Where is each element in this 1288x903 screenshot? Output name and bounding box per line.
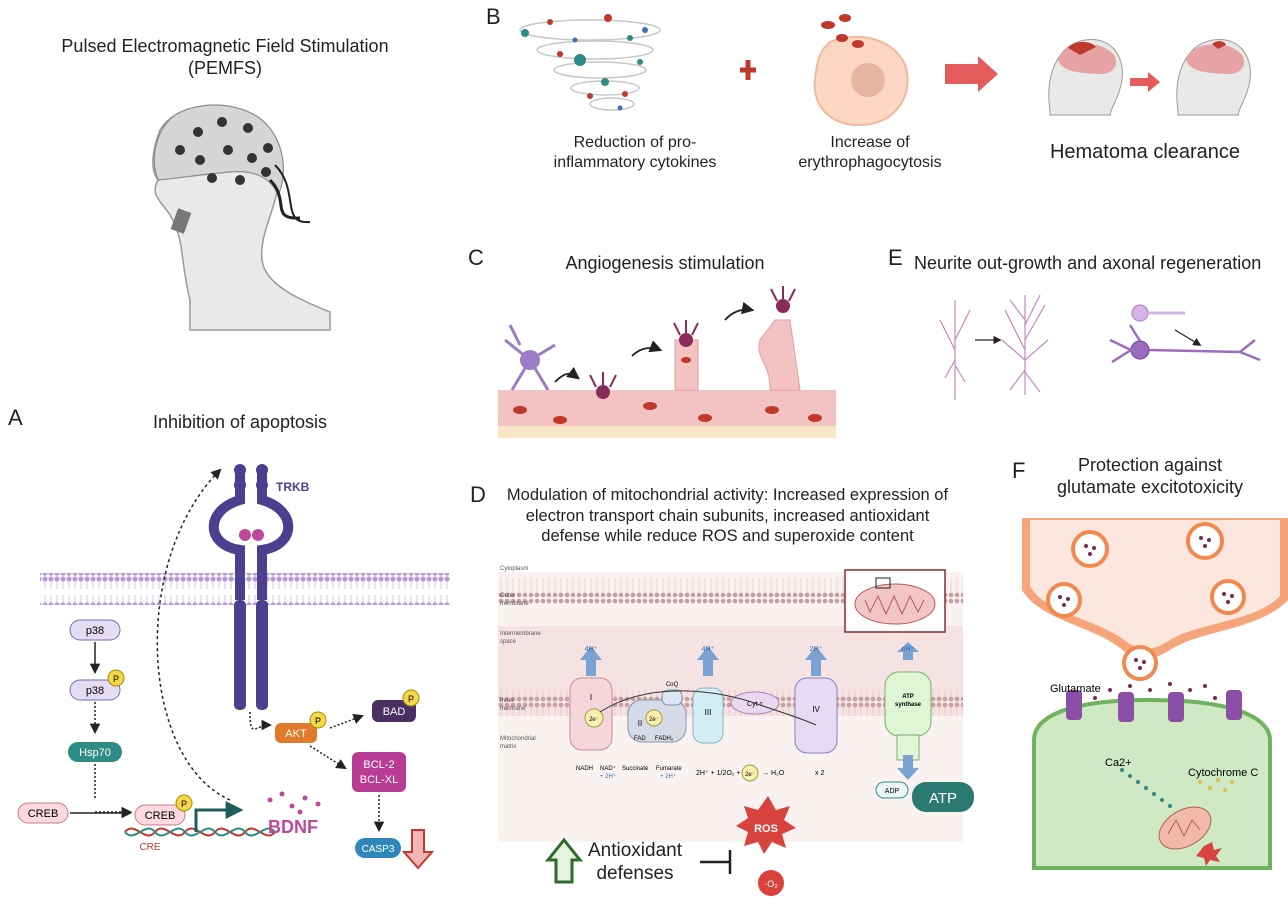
- svg-text:NAD⁺: NAD⁺: [600, 765, 616, 772]
- trkb-receptor: [208, 464, 294, 710]
- panel-c-title: Angiogenesis stimulation: [565, 253, 765, 273]
- bad-label: BAD: [383, 706, 406, 718]
- svg-text:synthase: synthase: [895, 702, 922, 708]
- creb-bound-label: CREB: [145, 810, 176, 822]
- brain-before: [1048, 38, 1123, 116]
- panel-a-title: Inhibition of apoptosis: [152, 412, 328, 432]
- svg-text:NADH: NADH: [576, 766, 593, 772]
- svg-text:ATP: ATP: [902, 694, 914, 700]
- svg-text:x 2: x 2: [815, 770, 824, 777]
- svg-text:matrix: matrix: [500, 744, 516, 750]
- mitochondrial-etc: Cytoplasm Outer membrane Intermembrane s…: [498, 566, 974, 842]
- panel-d-title: Modulation of mitochondrial activity: In…: [506, 486, 949, 546]
- superoxide-label: ·O₂: [764, 879, 778, 889]
- svg-text:2e⁻: 2e⁻: [649, 717, 659, 723]
- casp3-label: CASP3: [362, 844, 395, 855]
- cytokine-caption: Reduction of pro-inflammatory cytokines: [553, 134, 717, 171]
- decrease-arrow: [401, 829, 435, 870]
- ros-label: ROS: [754, 823, 778, 835]
- svg-text:4H⁺: 4H⁺: [702, 646, 715, 653]
- panel-e-letter: E: [888, 245, 903, 270]
- pemfs-head-illustration: [152, 104, 331, 331]
- svg-text:II: II: [638, 719, 642, 728]
- svg-text:P: P: [181, 799, 187, 809]
- panel-f-letter: F: [1012, 458, 1026, 483]
- svg-text:P: P: [315, 716, 321, 726]
- svg-text:Inner: Inner: [500, 698, 514, 704]
- cytokine-tornado: [519, 14, 661, 111]
- increase-arrow: [544, 837, 584, 884]
- svg-text:+ 2H⁺: + 2H⁺: [660, 773, 676, 780]
- p38-phospho-label: p38: [86, 685, 104, 697]
- hsp70-label: Hsp70: [79, 747, 111, 759]
- panel-c-letter: C: [468, 245, 484, 270]
- svg-text:nH⁺: nH⁺: [902, 646, 915, 653]
- superoxide-circle: [758, 870, 784, 896]
- svg-text:P: P: [113, 674, 119, 684]
- svg-text:I: I: [590, 693, 592, 702]
- p38-label: p38: [86, 625, 104, 637]
- inhibition-bar: [700, 850, 732, 874]
- hematoma-caption: Hematoma clearance: [1049, 141, 1241, 163]
- creb-label: CREB: [28, 808, 59, 820]
- svg-text:ADP: ADP: [885, 788, 900, 795]
- cytochrome-c-label: Cytochrome C: [1188, 767, 1258, 779]
- pemfs-title: Pulsed Electromagnetic Field Stimulation…: [61, 36, 389, 78]
- panel-d-letter: D: [470, 482, 486, 507]
- angiogenesis-illustration: [498, 286, 836, 438]
- svg-text:FADH₂: FADH₂: [655, 736, 674, 742]
- bcl2-label: BCL-2: [363, 759, 394, 771]
- ros-burst: [736, 796, 796, 854]
- svg-text:IV: IV: [812, 705, 820, 714]
- svg-text:2H⁺ + 1/2O₂ +: 2H⁺ + 1/2O₂ +: [696, 770, 741, 777]
- brain-after: [1176, 38, 1251, 116]
- panel-e-title: Neurite out-growth and axonal regenerati…: [914, 253, 1262, 273]
- svg-text:membrane: membrane: [500, 601, 529, 607]
- svg-text:Cytoplasm: Cytoplasm: [500, 566, 528, 572]
- svg-text:FAD: FAD: [634, 736, 646, 742]
- svg-text:III: III: [705, 708, 712, 717]
- svg-text:Succinate: Succinate: [622, 766, 649, 772]
- plus-sign: [740, 60, 756, 80]
- glutamate-label: Glutamate: [1050, 683, 1101, 695]
- panel-b-letter: B: [486, 4, 501, 29]
- svg-text:Fumarate: Fumarate: [656, 766, 682, 772]
- macrophage: [813, 14, 909, 127]
- svg-text:Outer: Outer: [500, 593, 515, 599]
- svg-text:Cyt c: Cyt c: [747, 701, 763, 708]
- apoptosis-pathway: TRKB p38 p38 P Hsp70 CREB CRE CREB P BDN…: [17, 464, 450, 870]
- svg-text:→ H₂O: → H₂O: [762, 770, 785, 777]
- svg-text:2H⁺: 2H⁺: [810, 646, 823, 653]
- svg-text:+ 2H⁺: + 2H⁺: [600, 773, 616, 780]
- akt-label: AKT: [285, 728, 307, 740]
- svg-text:CoQ: CoQ: [666, 682, 679, 688]
- svg-text:4H⁺: 4H⁺: [585, 646, 598, 653]
- svg-text:space: space: [500, 639, 517, 645]
- small-arrow-right: [1130, 72, 1160, 92]
- svg-text:Intermembrane: Intermembrane: [500, 631, 541, 637]
- bclxl-label: BCL-XL: [360, 774, 399, 786]
- trkb-label: TRKB: [276, 480, 310, 494]
- neurite-illustration: [939, 294, 1261, 400]
- panel-a-letter: A: [8, 405, 23, 430]
- synapse-illustration: [1022, 518, 1288, 870]
- cre-label: CRE: [139, 842, 160, 853]
- bdnf-label: BDNF: [268, 817, 318, 837]
- svg-text:Mitochondrial: Mitochondrial: [500, 736, 536, 742]
- svg-text:2e⁻: 2e⁻: [745, 772, 755, 778]
- calcium-label: Ca2+: [1105, 757, 1132, 769]
- svg-text:memrane: memrane: [500, 706, 526, 712]
- svg-text:2e⁻: 2e⁻: [589, 717, 599, 723]
- big-arrow-right: [945, 56, 998, 92]
- svg-text:ATP: ATP: [929, 790, 957, 807]
- svg-text:P: P: [408, 694, 414, 704]
